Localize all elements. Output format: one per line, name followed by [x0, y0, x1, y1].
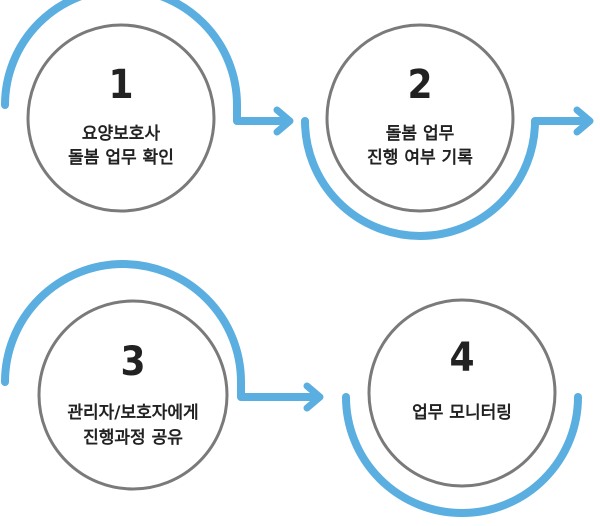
step-2-circle	[325, 23, 515, 213]
step-4-number: 4	[449, 335, 474, 381]
step-2-label-line1: 돌봄 업무	[386, 124, 455, 144]
step-2: 2 돌봄 업무 진행 여부 기록	[301, 23, 594, 240]
step-4-circle	[367, 298, 557, 488]
step-3-circle	[37, 299, 229, 491]
step-4-label-line1: 업무 모니터링	[412, 403, 512, 423]
step-4-arc	[342, 393, 582, 517]
step-1-arrow-icon	[273, 106, 294, 136]
step-2-arrow-icon	[573, 106, 594, 136]
step-3-arc	[1, 260, 322, 401]
step-2-number: 2	[407, 62, 432, 108]
step-4: 4 업무 모니터링	[342, 298, 582, 517]
step-1-number: 1	[108, 62, 133, 108]
step-3-arrow-icon	[303, 382, 324, 412]
step-1: 1 요양보호사 돌봄 업무 확인	[1, 0, 294, 213]
step-1-label-line1: 요양보호사	[82, 124, 161, 144]
step-3-label-line2: 진행과정 공유	[83, 428, 183, 448]
step-1-circle	[26, 23, 216, 213]
step-3-label-line1: 관리자/보호자에게	[67, 403, 198, 423]
step-2-label-line2: 진행 여부 기록	[367, 148, 473, 168]
step-2-arc	[301, 117, 592, 240]
step-1-label-line2: 돌봄 업무 확인	[68, 148, 174, 168]
step-3-number: 3	[120, 339, 145, 385]
step-3: 3 관리자/보호자에게 진행과정 공유	[1, 260, 324, 491]
step-1-arc	[1, 0, 292, 125]
